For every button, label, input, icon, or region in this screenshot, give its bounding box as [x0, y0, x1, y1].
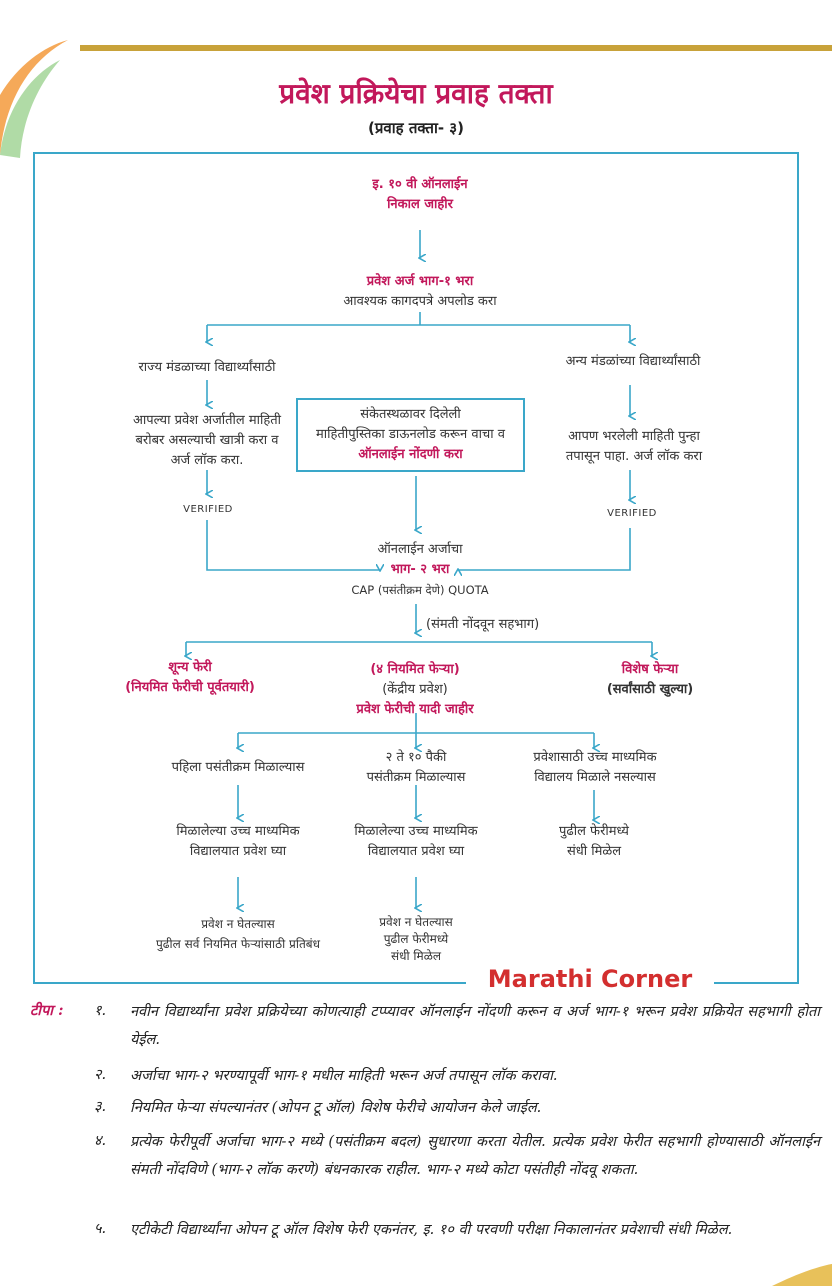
part2-line2: भाग- २ भरा: [390, 562, 450, 577]
not-taken-2-line3: संधी मिळेल: [391, 949, 441, 963]
other-body-line2: तपासून पाहा. अर्ज लॉक करा: [565, 449, 703, 464]
no-college-line1: प्रवेशासाठी उच्च माध्यमिक: [533, 750, 657, 765]
node-first-preference: पहिला पसंतीक्रम मिळाल्यास: [171, 760, 305, 775]
node-take-admission-2: मिळालेल्या उच्च माध्यमिक विद्यालयात प्रव…: [316, 822, 516, 862]
consent-label: (संमती नोंदवून सहभाग): [426, 617, 540, 632]
take-admission-2-line2: विद्यालयात प्रवेश घ्या: [367, 844, 465, 859]
node-fill-part1-title: प्रवेश अर्ज भाग-१ भरा: [366, 274, 474, 289]
node-online-result: इ. १० वी ऑनलाईन निकाल जाहीर: [300, 175, 540, 215]
part2-line1: ऑनलाईन अर्जाचा: [377, 542, 463, 557]
node-state-board-body: आपल्या प्रवेश अर्जातील माहिती बरोबर असल्…: [96, 411, 318, 471]
node-other-board-body: आपण भरलेली माहिती पुन्हा तपासून पाहा. अर…: [534, 427, 734, 467]
note-text: एटीकेटी विद्यार्थ्यांना ओपन टू ऑल विशेष …: [130, 1222, 733, 1238]
node-other-board-head: अन्य मंडळांच्या विद्यार्थ्यांसाठी: [565, 354, 701, 369]
note-text: अर्जाचा भाग-२ भरण्यापूर्वी भाग-१ मधील मा…: [130, 1068, 558, 1084]
next-round-line2: संधी मिळेल: [566, 844, 622, 859]
note-text: नियमित फेऱ्या संपल्यानंतर (ओपन टू ऑल) वि…: [130, 1100, 542, 1116]
center-info-text: संकेतस्थळावर दिलेली माहितीपुस्तिका डाऊनल…: [296, 405, 525, 465]
take-admission-2-line1: मिळालेल्या उच्च माध्यमिक: [354, 824, 478, 839]
special-round-title: विशेष फेऱ्या: [621, 662, 679, 677]
center-box-emphasis: ऑनलाईन नोंदणी करा: [358, 447, 463, 462]
zero-round-sub: (नियमित फेरीची पूर्वतयारी): [125, 680, 255, 695]
note-number: ५.: [94, 1221, 107, 1237]
note-number: २.: [94, 1067, 107, 1083]
not-taken-2-line2: पुढील फेरीमध्ये: [383, 932, 449, 946]
no-college-line2: विद्यालय मिळाले नसल्यास: [534, 770, 656, 785]
pref-2-10-line1: २ ते १० पैकी: [385, 750, 447, 765]
flowchart-frame: [33, 152, 799, 984]
note-number: ३.: [94, 1099, 107, 1115]
pref-2-10-line2: पसंतीक्रम मिळाल्यास: [366, 770, 466, 785]
note-text: नवीन विद्यार्थ्यांना प्रवेश प्रक्रियेच्य…: [130, 1004, 820, 1048]
part2-line3: CAP (पसंतीक्रम देणे) QUOTA: [351, 583, 489, 597]
node-regular-rounds: (४ नियमित फेऱ्या) (केंद्रीय प्रवेश) प्रव…: [320, 660, 510, 720]
node-not-taken-2: प्रवेश न घेतल्यास पुढील फेरीमध्ये संधी म…: [336, 914, 496, 965]
not-taken-2-line1: प्रवेश न घेतल्यास: [379, 915, 453, 929]
arrow-right-to-part2: [458, 528, 631, 570]
zero-round-title: शून्य फेरी: [168, 660, 212, 675]
watermark-logo: Marathi Corner: [466, 962, 714, 996]
other-body-line1: आपण भरलेली माहिती पुन्हा: [568, 429, 700, 444]
next-round-line1: पुढील फेरीमध्ये: [559, 824, 629, 839]
header-gold-line: [80, 45, 832, 51]
state-body-line2: बरोबर असल्याची खात्री करा व: [135, 433, 279, 448]
node-fill-part2: ऑनलाईन अर्जाचा भाग- २ भरा CAP (पसंतीक्रम…: [300, 540, 540, 600]
take-admission-1-line1: मिळालेल्या उच्च माध्यमिक: [176, 824, 300, 839]
center-info-box: [296, 398, 525, 472]
verified-right-label: VERIFIED: [607, 508, 657, 519]
node-not-taken-1: प्रवेश न घेतल्यास पुढील सर्व नियमित फेऱ्…: [108, 914, 368, 954]
page-subtitle: (प्रवाह तक्ता- ३): [368, 119, 464, 137]
node-take-admission-1: मिळालेल्या उच्च माध्यमिक विद्यालयात प्रव…: [138, 822, 338, 862]
node-fill-part1: प्रवेश अर्ज भाग-१ भरा आवश्यक कागदपत्रे अ…: [280, 272, 560, 312]
not-taken-1-line1: प्रवेश न घेतल्यास: [201, 917, 275, 931]
node-fill-part1-sub: आवश्यक कागदपत्रे अपलोड करा: [343, 294, 497, 309]
note-1: टीपा : १. नवीन विद्यार्थ्यांना प्रवेश प्…: [30, 1000, 820, 1056]
not-taken-1-line2: पुढील सर्व नियमित फेऱ्यांसाठी प्रतिबंध: [155, 937, 321, 951]
node-special-round: विशेष फेऱ्या (सर्वांसाठी खुल्या): [570, 660, 730, 700]
node-online-result-line2: निकाल जाहीर: [387, 197, 453, 212]
page-title: प्रवेश प्रक्रियेचा प्रवाह तक्ता: [279, 77, 553, 110]
note-number: ४.: [94, 1133, 107, 1149]
node-no-college: प्रवेशासाठी उच्च माध्यमिक विद्यालय मिळाल…: [500, 748, 690, 788]
regular-rounds-list: प्रवेश फेरीची यादी जाहीर: [356, 702, 474, 717]
node-preference-2-10: २ ते १० पैकी पसंतीक्रम मिळाल्यास: [326, 748, 506, 788]
take-admission-1-line2: विद्यालयात प्रवेश घ्या: [189, 844, 287, 859]
state-body-line1: आपल्या प्रवेश अर्जातील माहिती: [132, 413, 282, 428]
node-next-round-chance: पुढील फेरीमध्ये संधी मिळेल: [514, 822, 674, 862]
tricolor-swoosh-icon: [0, 40, 68, 158]
state-body-line3: अर्ज लॉक करा.: [170, 453, 244, 468]
node-state-board-head: राज्य मंडळाच्या विद्यार्थ्यांसाठी: [138, 360, 276, 375]
arrow-left-to-part2: [206, 520, 380, 570]
verified-left-label: VERIFIED: [183, 504, 233, 515]
regular-rounds-sub: (केंद्रीय प्रवेश): [382, 682, 448, 697]
special-round-sub: (सर्वांसाठी खुल्या): [606, 682, 694, 697]
center-box-line2: माहितीपुस्तिका डाऊनलोड करून वाचा व: [316, 427, 505, 442]
notes-label: टीपा :: [30, 1002, 64, 1019]
node-zero-round: शून्य फेरी (नियमित फेरीची पूर्वतयारी): [100, 658, 280, 698]
regular-rounds-title: (४ नियमित फेऱ्या): [370, 662, 460, 677]
note-number: १.: [94, 1003, 107, 1019]
node-online-result-line1: इ. १० वी ऑनलाईन: [372, 177, 468, 192]
note-text: प्रत्येक फेरीपूर्वी अर्जाचा भाग-२ मध्ये …: [130, 1134, 820, 1178]
center-box-line1: संकेतस्थळावर दिलेली: [360, 407, 461, 422]
